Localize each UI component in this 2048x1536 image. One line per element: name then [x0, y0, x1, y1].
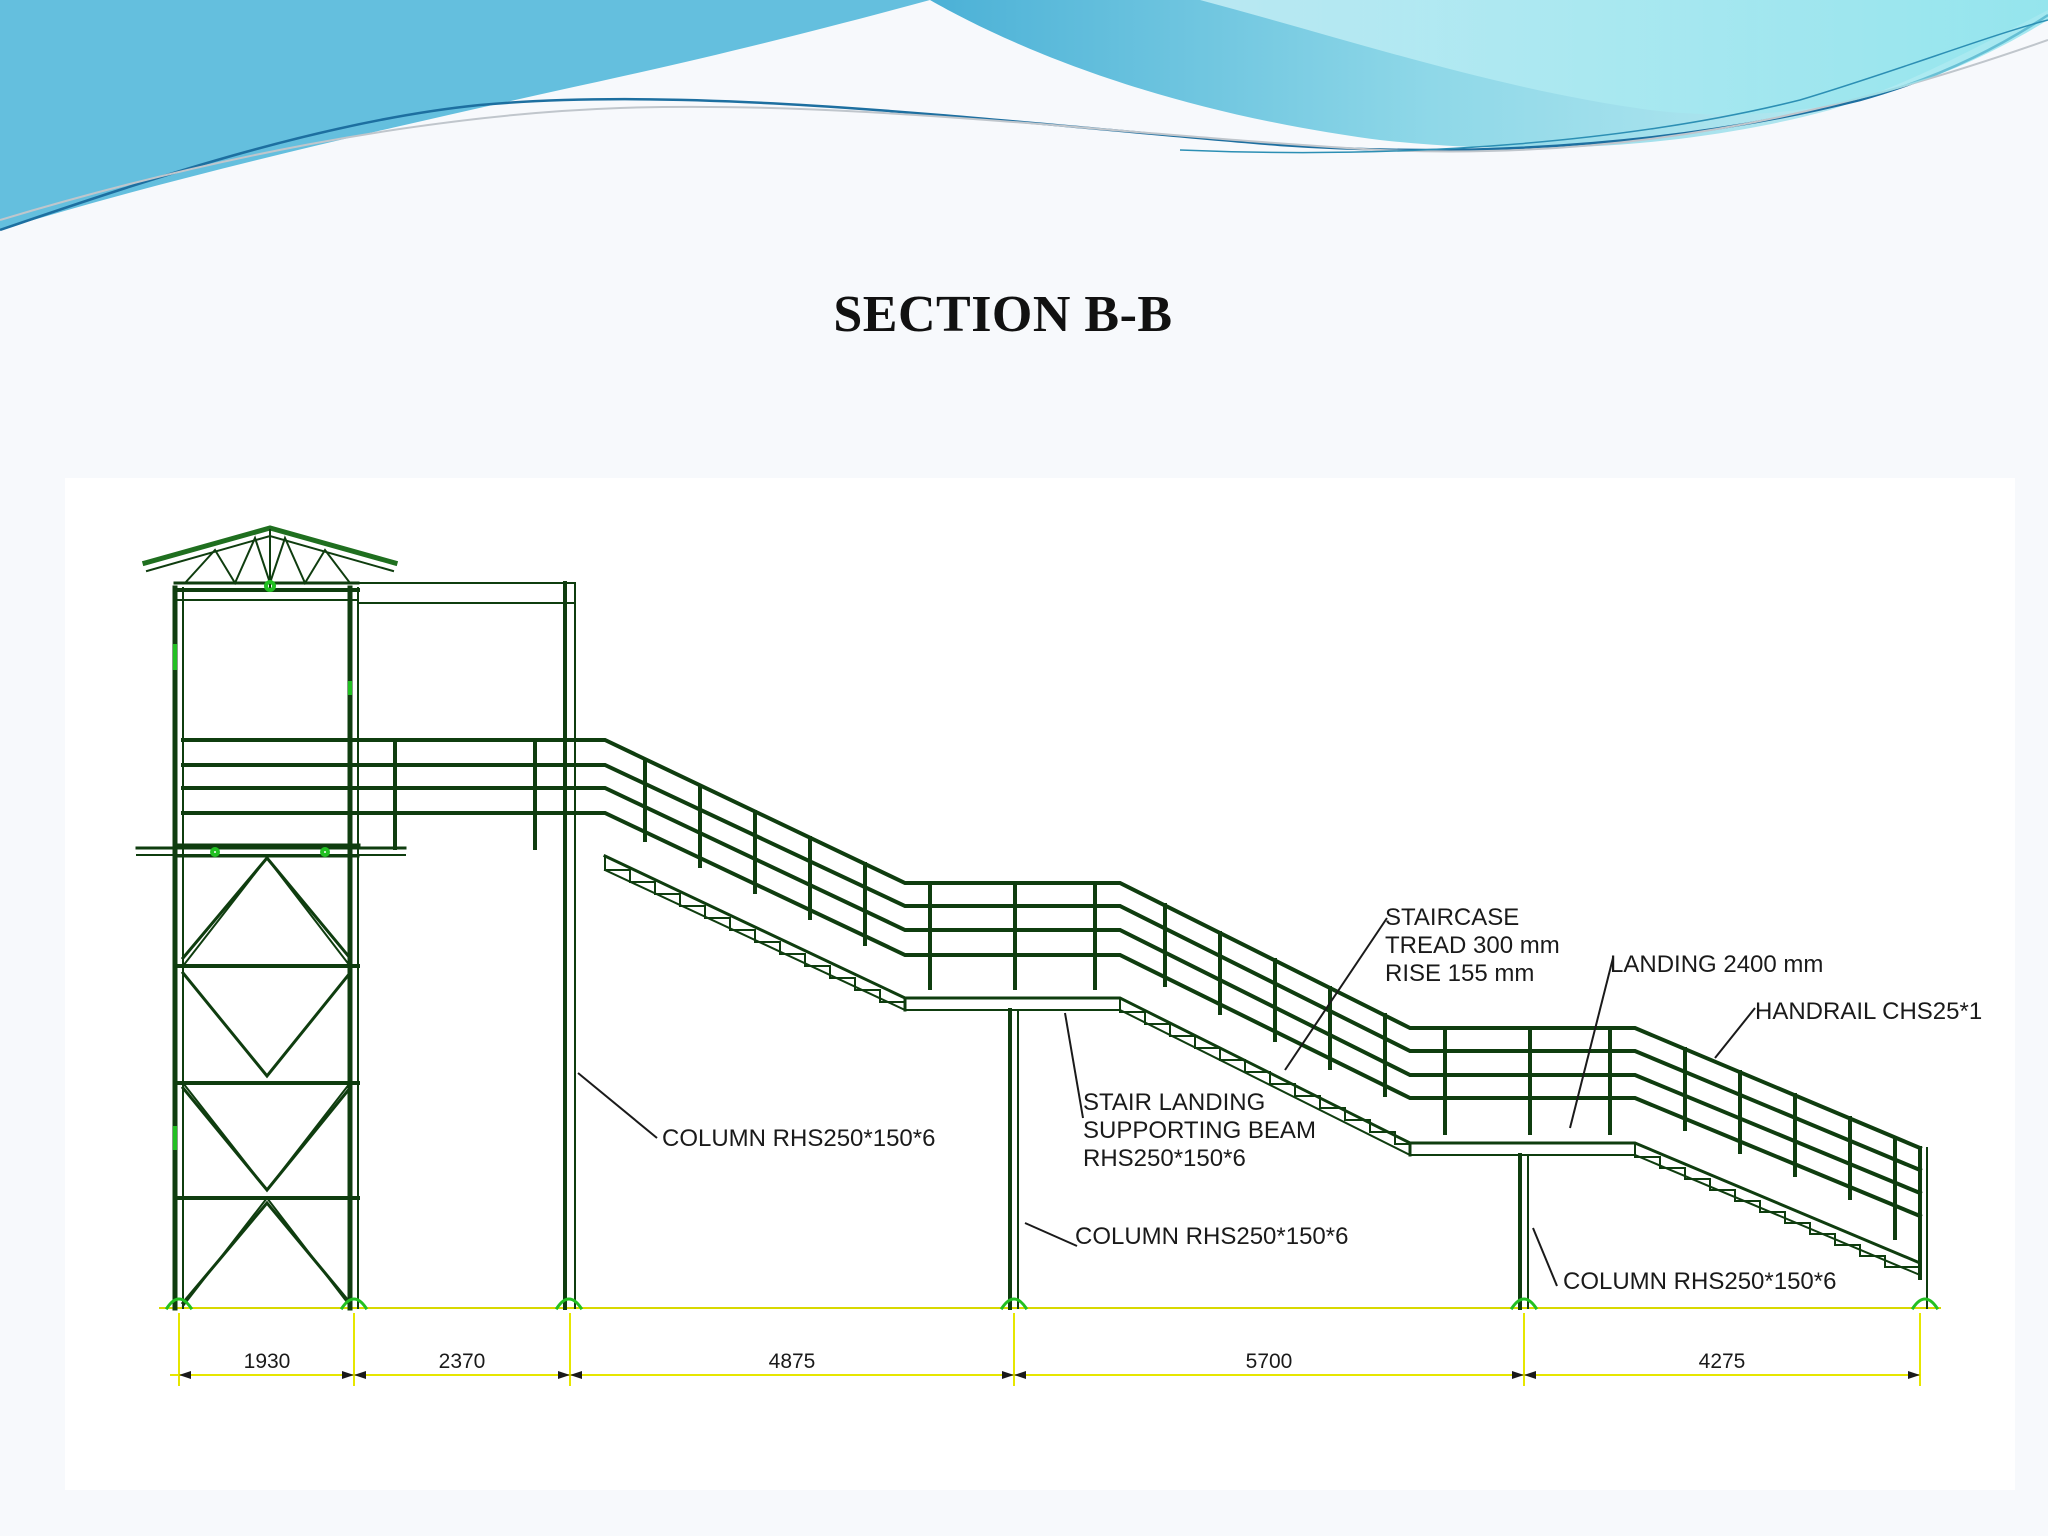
column-label-3: COLUMN RHS250*150*6: [1563, 1268, 1836, 1295]
drawing-panel: STAIRCASE TREAD 300 mm RISE 155 mm LANDI…: [65, 478, 2015, 1490]
section-b-b-drawing: STAIRCASE TREAD 300 mm RISE 155 mm LANDI…: [135, 525, 1982, 1386]
beam-label-line1: STAIR LANDING: [1083, 1089, 1265, 1116]
beam-label-line3: RHS250*150*6: [1083, 1145, 1246, 1172]
slide-title: SECTION B-B: [833, 286, 1173, 343]
decorative-wave-header: [0, 0, 2048, 232]
dimension-1: 1930: [244, 1350, 291, 1373]
column-label-2: COLUMN RHS250*150*6: [1075, 1223, 1348, 1250]
upper-frame: [357, 581, 576, 1310]
green-highlights: [173, 580, 352, 1150]
landing-label: LANDING 2400 mm: [1610, 951, 1823, 978]
columns: [1008, 1008, 1529, 1310]
dimension-4: 5700: [1246, 1350, 1293, 1373]
column-label-1: COLUMN RHS250*150*6: [662, 1125, 935, 1152]
annotations: STAIRCASE TREAD 300 mm RISE 155 mm LANDI…: [662, 904, 1982, 1295]
dimension-2: 2370: [439, 1350, 486, 1373]
dimension-3: 4875: [769, 1350, 816, 1373]
rise-label: RISE 155 mm: [1385, 960, 1534, 987]
steel-structure: [135, 525, 1941, 1311]
tread-label: TREAD 300 mm: [1385, 932, 1560, 959]
dimension-5: 4275: [1699, 1350, 1746, 1373]
dimension-chain: 1930 2370 4875 5700 4275: [170, 1313, 1921, 1386]
tower-roof: [141, 525, 399, 589]
stair-tower: [135, 585, 407, 1311]
base-plates: [164, 1297, 1940, 1311]
handrail: [181, 738, 1923, 1240]
beam-label-line2: SUPPORTING BEAM: [1083, 1117, 1316, 1144]
handrail-label: HANDRAIL CHS25*1: [1755, 998, 1982, 1025]
leader-lines: [577, 917, 1756, 1287]
staircase-label: STAIRCASE: [1385, 904, 1519, 931]
stair-flights: [603, 854, 1928, 1309]
